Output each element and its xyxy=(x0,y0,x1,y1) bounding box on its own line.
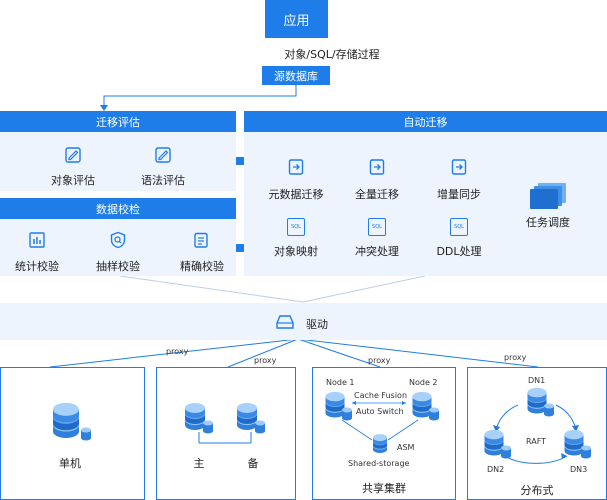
verify-header: 数据校检 xyxy=(0,198,236,219)
drive-icon xyxy=(276,315,294,329)
assess-item-object: 对象评估 xyxy=(51,174,95,187)
driver-band xyxy=(0,303,607,340)
source-db-box: 源数据库 xyxy=(262,66,330,85)
auto-item-conflict: 冲突处理 xyxy=(355,245,399,258)
auto-switch-label: Auto Switch xyxy=(356,407,404,416)
db-stack-icon xyxy=(237,403,257,430)
sql-doc-icon: SQL xyxy=(450,218,468,236)
dn2-label: DN2 xyxy=(487,465,505,474)
transfer-doc-icon xyxy=(451,159,467,175)
shared-storage-label: Shared-storage xyxy=(348,459,410,468)
proxy-line-4 xyxy=(297,338,539,368)
driver-label: 驱动 xyxy=(306,318,328,331)
cylinder-icon xyxy=(203,420,213,434)
db-stack-icon xyxy=(325,391,345,418)
sql-doc-icon: SQL xyxy=(368,218,386,236)
proxy-label-3: proxy xyxy=(368,356,391,365)
ha-standby-label: 备 xyxy=(247,457,259,470)
sql-tag: SQL xyxy=(291,224,301,230)
asm-label: ASM xyxy=(397,443,415,452)
cluster-ha xyxy=(156,367,296,500)
stacked-windows-icon xyxy=(530,183,566,209)
sql-tag: SQL xyxy=(454,224,464,230)
auto-item-ddl: DDL处理 xyxy=(436,245,482,258)
app-box: 应用 xyxy=(265,0,328,38)
ha-primary-label: 主 xyxy=(193,457,205,470)
db-stack-icon xyxy=(373,434,387,453)
proxy-label-2: proxy xyxy=(254,356,277,365)
raft-label: RAFT xyxy=(526,437,547,446)
verify-title: 数据校检 xyxy=(96,202,140,216)
fan-line-left xyxy=(119,275,304,303)
auto-item-full: 全量迁移 xyxy=(355,188,399,201)
node2-label: Node 2 xyxy=(409,378,438,387)
db-stack-icon xyxy=(185,403,205,430)
transfer-doc-icon xyxy=(288,159,304,175)
dist-label: 分布式 xyxy=(520,484,554,497)
db-stack-icon xyxy=(484,429,504,456)
transfer-doc-icon xyxy=(369,159,385,175)
node2-asm-link xyxy=(387,419,419,441)
cylinder-icon xyxy=(342,407,352,421)
cylinder-icon xyxy=(255,420,265,434)
single-label: 单机 xyxy=(59,457,81,470)
sql-tag: SQL xyxy=(372,224,382,230)
node1-label: Node 1 xyxy=(326,378,355,387)
auto-item-mapping: 对象映射 xyxy=(274,245,318,258)
proxy-line-1 xyxy=(49,338,299,368)
source-to-assess-line xyxy=(103,85,297,108)
dn3-label: DN3 xyxy=(570,465,588,474)
clipboard-check-icon xyxy=(194,232,208,248)
proxy-label-1: proxy xyxy=(166,347,189,356)
app-label: 应用 xyxy=(283,13,310,29)
db-stack-icon xyxy=(527,387,547,414)
cylinder-icon xyxy=(81,427,91,441)
source-db-label: 源数据库 xyxy=(274,69,318,83)
auto-item-metadata: 元数据迁移 xyxy=(268,188,324,201)
auto-title: 自动迁移 xyxy=(403,115,448,129)
cluster-shared xyxy=(312,367,456,500)
fan-line-right xyxy=(302,275,426,303)
verify-item-stats: 统计校验 xyxy=(15,260,59,273)
cache-fusion-label: Cache Fusion xyxy=(354,391,408,400)
proxy-line-3 xyxy=(297,338,381,368)
app-caption: 对象/SQL/存储过程 xyxy=(284,48,380,61)
assess-item-syntax: 语法评估 xyxy=(141,174,185,187)
shield-search-icon xyxy=(110,231,126,249)
assess-title: 迁移评估 xyxy=(96,115,140,129)
auto-scheduler: 任务调度 xyxy=(526,216,570,229)
db-stack-icon xyxy=(412,391,432,418)
verify-item-exact: 精确校验 xyxy=(180,260,224,273)
shared-cluster-label: 共享集群 xyxy=(362,482,406,495)
cylinder-icon xyxy=(429,407,439,421)
cylinder-icon xyxy=(501,445,511,459)
verify-item-sample: 抽样校验 xyxy=(96,260,140,273)
assess-header: 迁移评估 xyxy=(0,111,236,132)
edit-doc-icon xyxy=(65,147,81,163)
db-stack-icon xyxy=(53,402,79,438)
dn1-label: DN1 xyxy=(528,376,546,385)
proxy-line-2 xyxy=(227,338,299,368)
db-stack-icon xyxy=(564,429,584,456)
proxy-label-4: proxy xyxy=(504,353,527,362)
cylinder-icon xyxy=(581,445,591,459)
auto-item-incremental: 增量同步 xyxy=(437,188,481,201)
sql-doc-icon: SQL xyxy=(287,218,305,236)
cylinder-icon xyxy=(544,403,554,417)
source-to-assess-arrow xyxy=(100,105,108,111)
bar-chart-icon xyxy=(29,232,45,248)
node1-asm-link xyxy=(341,419,373,441)
edit-doc-icon xyxy=(155,147,171,163)
auto-header: 自动迁移 xyxy=(244,111,607,132)
